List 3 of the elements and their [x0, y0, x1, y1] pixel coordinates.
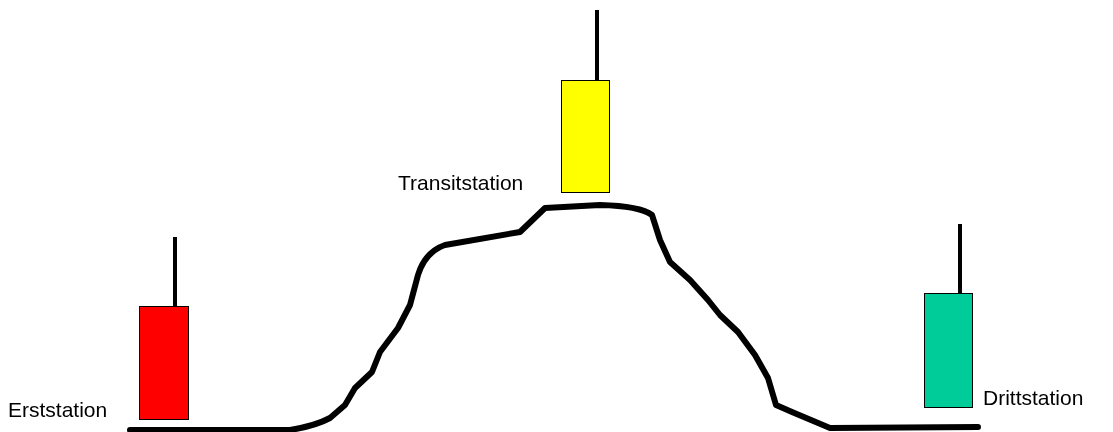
station-label: Drittstation — [983, 386, 1084, 410]
station-label: Transitstation — [398, 171, 524, 195]
station-label: Erststation — [8, 398, 108, 422]
